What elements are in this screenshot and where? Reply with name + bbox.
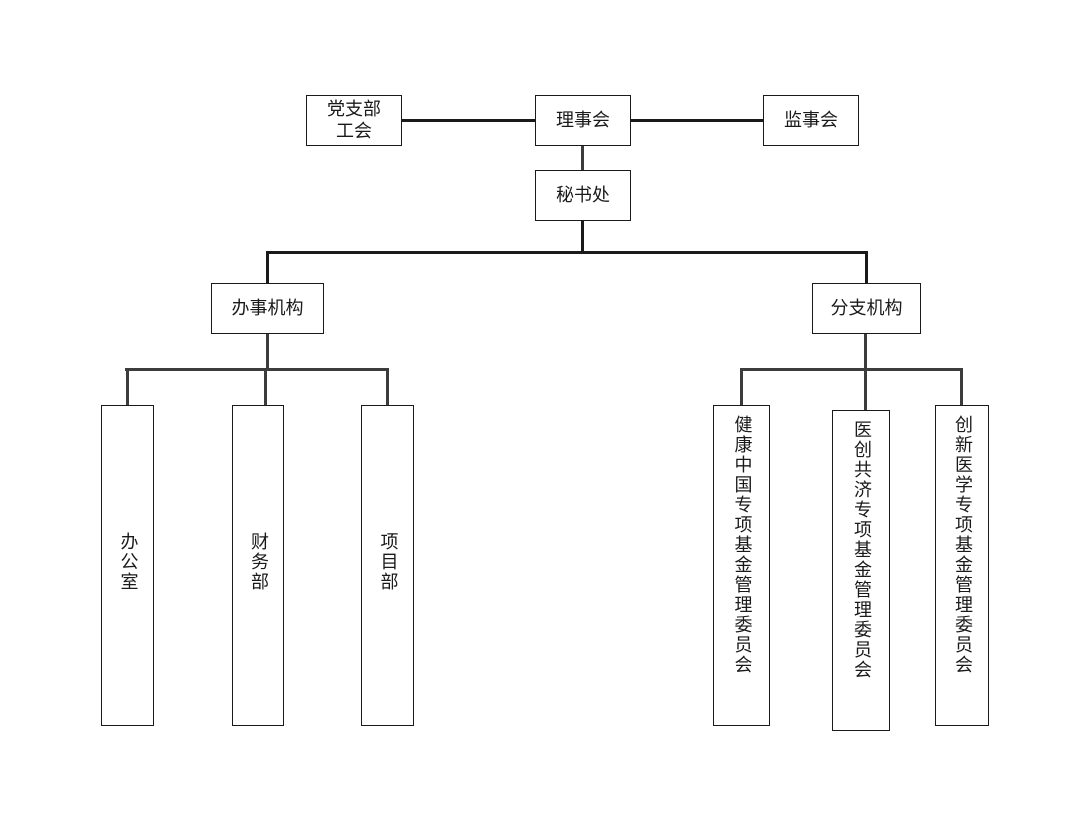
node-label: 健康中国专项基金管理委员会 <box>731 415 753 675</box>
node-finance-dept: 财务部 <box>232 405 284 726</box>
edge-to-office-1 <box>126 368 129 405</box>
edge-council-secretariat <box>581 146 584 170</box>
node-party-branch-union: 党支部 工会 <box>306 95 402 146</box>
node-label: 项目部 <box>377 532 399 592</box>
edge-to-branch-2 <box>864 368 867 410</box>
edge-branches-down <box>864 334 867 370</box>
edge-to-branches <box>865 251 868 283</box>
node-label: 财务部 <box>248 532 269 592</box>
node-secretariat: 秘书处 <box>535 170 631 221</box>
edge-to-branch-3 <box>960 368 963 405</box>
edge-offices-down <box>266 334 269 370</box>
node-label: 创新医学专项基金管理委员会 <box>952 415 973 675</box>
node-label: 医创共济专项基金管理委员会 <box>851 420 872 680</box>
node-label: 理事会 <box>556 109 610 131</box>
node-supervisory-board: 监事会 <box>763 95 859 146</box>
node-label-line1: 党支部 <box>327 98 381 120</box>
node-label: 办公室 <box>117 532 139 592</box>
node-healthy-china-fund-committee: 健康中国专项基金管理委员会 <box>713 405 770 726</box>
edge-to-office-3 <box>386 368 389 405</box>
edge-to-offices <box>266 251 269 283</box>
node-branch-organizations: 分支机构 <box>812 283 921 334</box>
node-project-dept: 项目部 <box>361 405 414 726</box>
edge-level2-horizontal <box>266 251 868 254</box>
edge-secretariat-down <box>581 221 584 252</box>
node-label: 分支机构 <box>830 297 903 319</box>
node-general-office: 办公室 <box>101 405 154 726</box>
node-council: 理事会 <box>535 95 631 146</box>
node-label: 监事会 <box>784 109 838 131</box>
edge-to-office-2 <box>264 368 267 405</box>
edge-to-branch-1 <box>740 368 743 405</box>
node-label-line2: 工会 <box>336 120 372 142</box>
edge-branches-horizontal <box>740 368 963 371</box>
node-label: 办事机构 <box>231 297 304 319</box>
edge-party-council <box>402 119 535 122</box>
edge-offices-horizontal <box>125 368 389 371</box>
node-administrative-offices: 办事机构 <box>211 283 324 334</box>
node-medical-innovation-mutual-fund-committee: 医创共济专项基金管理委员会 <box>832 410 890 731</box>
node-innovative-medicine-fund-committee: 创新医学专项基金管理委员会 <box>935 405 989 726</box>
node-label: 秘书处 <box>556 184 610 206</box>
edge-council-supervisory <box>631 119 763 122</box>
